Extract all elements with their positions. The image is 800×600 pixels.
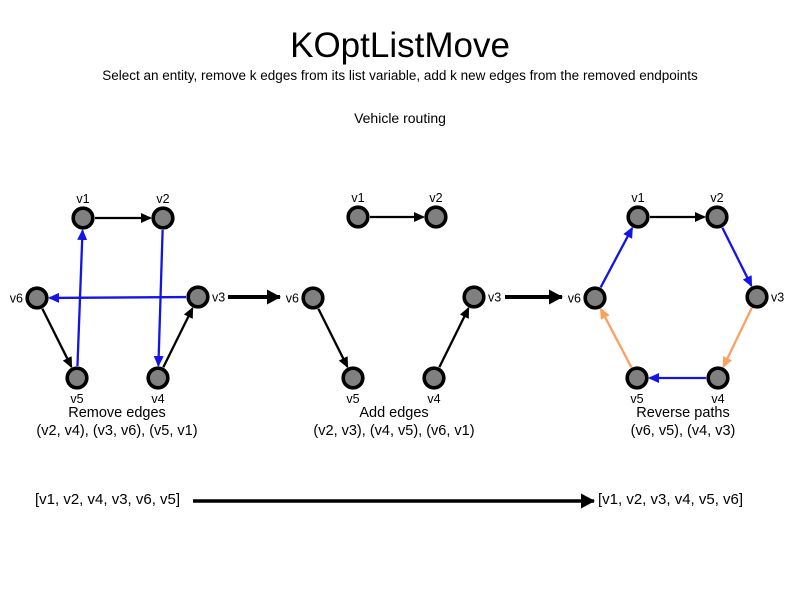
node-reverse-paths-v2 — [705, 205, 729, 229]
edge-v6-v5 — [317, 308, 349, 369]
node-label-add-edges-v6: v6 — [286, 292, 299, 306]
node-label-remove-edges-v5: v5 — [70, 392, 83, 406]
node-label-reverse-paths-v1: v1 — [631, 191, 644, 205]
subtitle: Select an entity, remove k edges from it… — [102, 68, 698, 83]
edge-v4-v3 — [162, 306, 194, 368]
edge-v3-v6 — [47, 292, 187, 303]
node-label-add-edges-v2: v2 — [429, 191, 442, 205]
caption-remove-edges: Remove edges (v2, v4), (v3, v6), (v5, v1… — [36, 404, 197, 440]
node-reverse-paths-v6 — [583, 286, 607, 310]
node-label-reverse-paths-v3: v3 — [771, 291, 784, 305]
node-reverse-paths-v1 — [626, 205, 650, 229]
node-remove-edges-v3 — [186, 285, 210, 309]
caption-remove-edges-title: Remove edges — [68, 405, 166, 421]
node-remove-edges-v1 — [71, 206, 95, 230]
caption-reverse-paths-title: Reverse paths — [636, 405, 730, 421]
node-remove-edges-v5 — [65, 366, 89, 390]
edge-v4-v3 — [438, 306, 470, 368]
caption-add-edges: Add edges (v2, v3), (v4, v5), (v6, v1) — [313, 404, 474, 440]
node-label-remove-edges-v6: v6 — [10, 292, 23, 306]
node-label-add-edges-v4: v4 — [427, 392, 440, 406]
node-label-reverse-paths-v2: v2 — [710, 191, 723, 205]
caption-reverse-paths: Reverse paths (v6, v5), (v4, v3) — [631, 404, 736, 440]
edge-v5-v1 — [76, 228, 88, 367]
node-label-add-edges-v3: v3 — [488, 291, 501, 305]
page-title: KOptListMove — [290, 26, 510, 65]
node-add-edges-v4 — [422, 366, 446, 390]
node-add-edges-v5 — [341, 366, 365, 390]
edge-v5-v6 — [599, 307, 633, 368]
node-add-edges-v1 — [346, 205, 370, 229]
node-add-edges-v6 — [301, 286, 325, 310]
node-remove-edges-v6 — [25, 286, 49, 310]
edge-v2-v3 — [721, 227, 753, 288]
list-before: [v1, v2, v4, v3, v6, v5] — [35, 491, 181, 508]
node-label-add-edges-v5: v5 — [346, 392, 359, 406]
edge-v6-v1 — [599, 226, 634, 288]
node-label-remove-edges-v4: v4 — [151, 392, 164, 406]
node-add-edges-v2 — [424, 205, 448, 229]
edge-v6-v5 — [41, 308, 73, 369]
edge-v3-v4 — [722, 307, 753, 369]
node-label-reverse-paths-v6: v6 — [568, 292, 581, 306]
node-label-add-edges-v1: v1 — [351, 191, 364, 205]
node-reverse-paths-v3 — [745, 285, 769, 309]
context-label: Vehicle routing — [354, 110, 446, 126]
node-label-remove-edges-v1: v1 — [76, 192, 89, 206]
caption-add-edges-title: Add edges — [359, 405, 429, 421]
node-remove-edges-v2 — [151, 206, 175, 230]
caption-add-edges-detail: (v2, v3), (v4, v5), (v6, v1) — [313, 423, 475, 439]
node-label-remove-edges-v2: v2 — [156, 192, 169, 206]
node-reverse-paths-v5 — [625, 366, 649, 390]
node-label-reverse-paths-v5: v5 — [630, 392, 643, 406]
node-label-reverse-paths-v4: v4 — [711, 392, 724, 406]
caption-reverse-paths-detail: (v6, v5), (v4, v3) — [630, 423, 736, 439]
node-reverse-paths-v4 — [706, 366, 730, 390]
node-remove-edges-v4 — [146, 366, 170, 390]
list-after: [v1, v2, v3, v4, v5, v6] — [598, 491, 744, 508]
caption-remove-edges-detail: (v2, v4), (v3, v6), (v5, v1) — [36, 423, 198, 439]
node-add-edges-v3 — [462, 285, 486, 309]
node-label-remove-edges-v3: v3 — [212, 291, 225, 305]
